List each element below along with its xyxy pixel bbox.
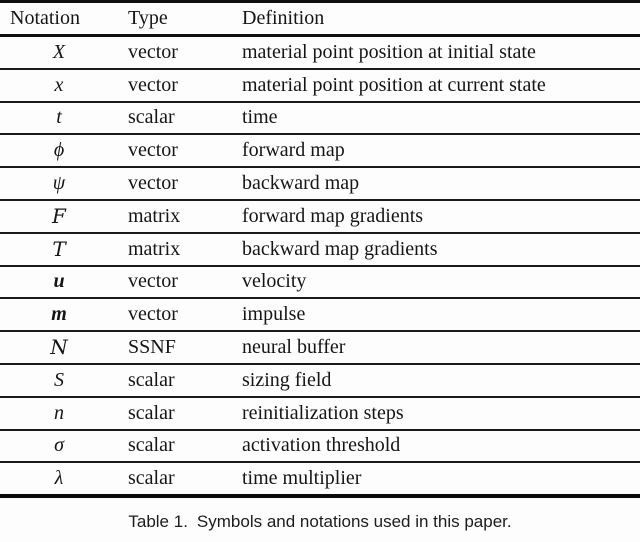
cell-notation: m [0, 303, 118, 326]
cell-type: vector [128, 270, 178, 293]
cell-definition: material point position at current state [242, 73, 546, 96]
cell-definition: neural buffer [242, 336, 346, 359]
cell-type: scalar [128, 434, 175, 457]
table-row: S scalar sizing field [0, 365, 640, 398]
notation-symbol: T [52, 236, 66, 261]
notation-table: Notation Type Definition X vector materi… [0, 0, 640, 499]
cell-notation: N [0, 335, 118, 360]
notation-symbol: F [52, 203, 66, 228]
cell-type: vector [128, 40, 178, 63]
table-body: X vector material point position at init… [0, 37, 640, 499]
cell-notation: x [0, 74, 118, 97]
cell-notation: F [0, 204, 118, 229]
cell-type: vector [128, 303, 178, 326]
notation-symbol: S [54, 368, 64, 391]
cell-notation: λ [0, 467, 118, 490]
header-cell-definition: Definition [242, 7, 325, 29]
notation-symbol: ϕ [53, 139, 65, 162]
cell-type: scalar [128, 368, 175, 391]
cell-notation: ϕ [0, 139, 118, 162]
table-row: σ scalar activation threshold [0, 431, 640, 464]
cell-type: SSNF [128, 336, 176, 359]
notation-symbol: σ [54, 434, 64, 457]
table-row: λ scalar time multiplier [0, 463, 640, 499]
notation-symbol: t [56, 106, 62, 129]
table-row: ψ vector backward map [0, 168, 640, 201]
table-row: F matrix forward map gradients [0, 201, 640, 234]
cell-type: vector [128, 172, 178, 195]
table-row: x vector material point position at curr… [0, 70, 640, 103]
cell-definition: material point position at initial state [242, 40, 536, 63]
cell-type: vector [128, 139, 178, 162]
table-row: m vector impulse [0, 299, 640, 333]
cell-definition: velocity [242, 270, 307, 293]
notation-symbol: N [50, 335, 68, 360]
cell-definition: forward map [242, 139, 345, 162]
cell-notation: σ [0, 434, 118, 457]
cell-definition: forward map gradients [242, 204, 424, 227]
cell-notation: n [0, 402, 118, 425]
caption-text: Symbols and notations used in this paper… [196, 512, 512, 532]
cell-notation: ψ [0, 172, 118, 195]
header-cell-type: Type [128, 7, 168, 29]
cell-notation: X [0, 41, 118, 64]
table-row: X vector material point position at init… [0, 37, 640, 70]
table-row: N SSNF neural buffer [0, 332, 640, 365]
cell-definition: sizing field [242, 368, 332, 391]
cell-definition: impulse [242, 303, 306, 326]
table-row: n scalar reinitialization steps [0, 398, 640, 431]
notation-symbol: x [54, 73, 64, 96]
cell-type: scalar [128, 401, 175, 424]
cell-definition: backward map [242, 172, 360, 195]
cell-definition: time multiplier [242, 467, 362, 490]
caption-label: Table 1. [128, 512, 188, 532]
cell-definition: backward map gradients [242, 237, 438, 260]
table-row: T matrix backward map gradients [0, 234, 640, 267]
cell-definition: time [242, 106, 278, 129]
cell-notation: S [0, 369, 118, 392]
table-row: ϕ vector forward map [0, 135, 640, 169]
cell-notation: u [0, 270, 118, 293]
cell-definition: reinitialization steps [242, 401, 404, 424]
table-header-row: Notation Type Definition [0, 0, 640, 37]
notation-symbol: n [54, 401, 64, 424]
table-row: t scalar time [0, 103, 640, 136]
cell-notation: T [0, 237, 118, 262]
notation-symbol: ψ [52, 172, 66, 195]
table-caption: Table 1. Symbols and notations used in th… [0, 512, 640, 532]
cell-notation: t [0, 106, 118, 129]
notation-symbol: u [53, 270, 65, 293]
notation-symbol: m [51, 303, 67, 326]
cell-type: vector [128, 73, 178, 96]
table-row: u vector velocity [0, 267, 640, 300]
cell-type: scalar [128, 106, 175, 129]
cell-type: matrix [128, 204, 181, 227]
cell-type: matrix [128, 237, 181, 260]
notation-symbol: X [52, 40, 66, 63]
cell-definition: activation threshold [242, 434, 401, 457]
notation-symbol: λ [54, 467, 64, 490]
header-cell-notation: Notation [10, 7, 80, 29]
cell-type: scalar [128, 467, 175, 490]
